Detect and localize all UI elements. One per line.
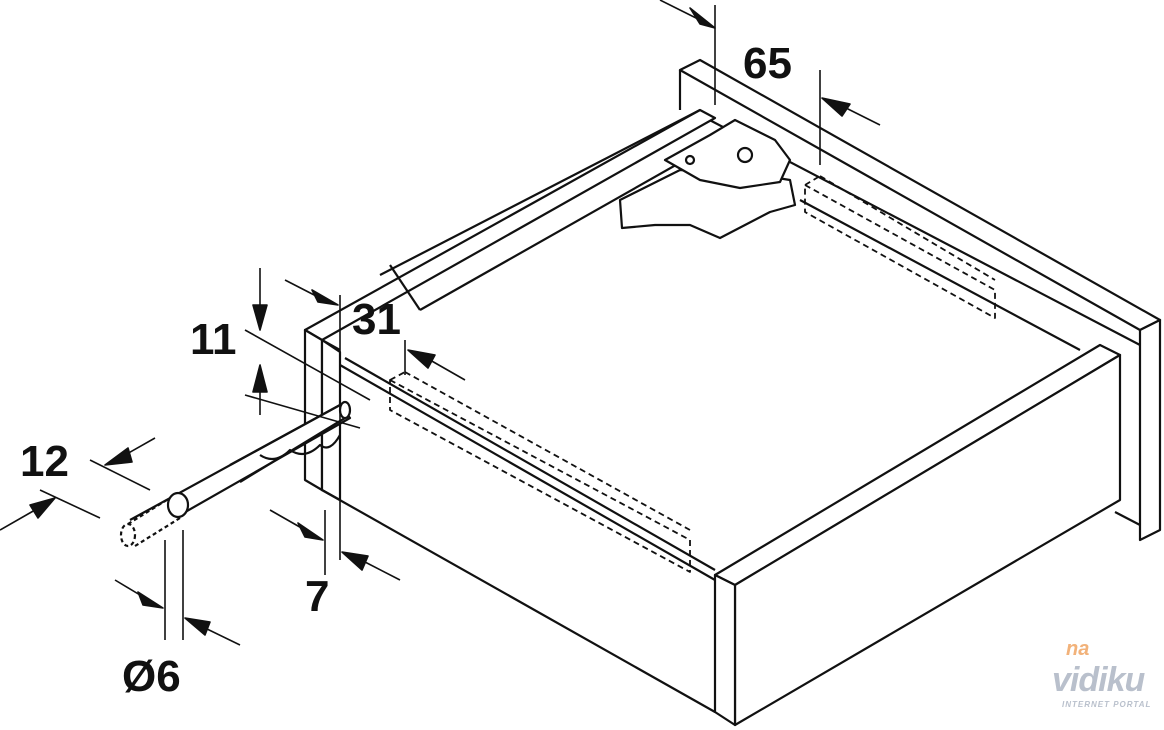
inner-edge [799,199,1081,351]
dimension-7: 7 [305,572,330,621]
watermark-prefix: na [1066,638,1090,660]
watermark-tagline: INTERNET PORTAL [1062,700,1152,709]
dowel-drill [119,400,352,548]
dimension-65: 65 [743,39,792,88]
dimension-diameter-6: Ø6 [122,652,181,701]
dimension-lines [0,0,881,646]
runner-dashed [389,175,996,573]
front-panel [713,343,1122,727]
back-panel [678,58,1162,542]
watermark-name: vidiku [1052,661,1145,699]
bracket-fitting [618,118,797,240]
dimension-11: 11 [190,315,237,364]
dimension-31: 31 [352,295,401,344]
dimension-12: 12 [20,437,69,486]
